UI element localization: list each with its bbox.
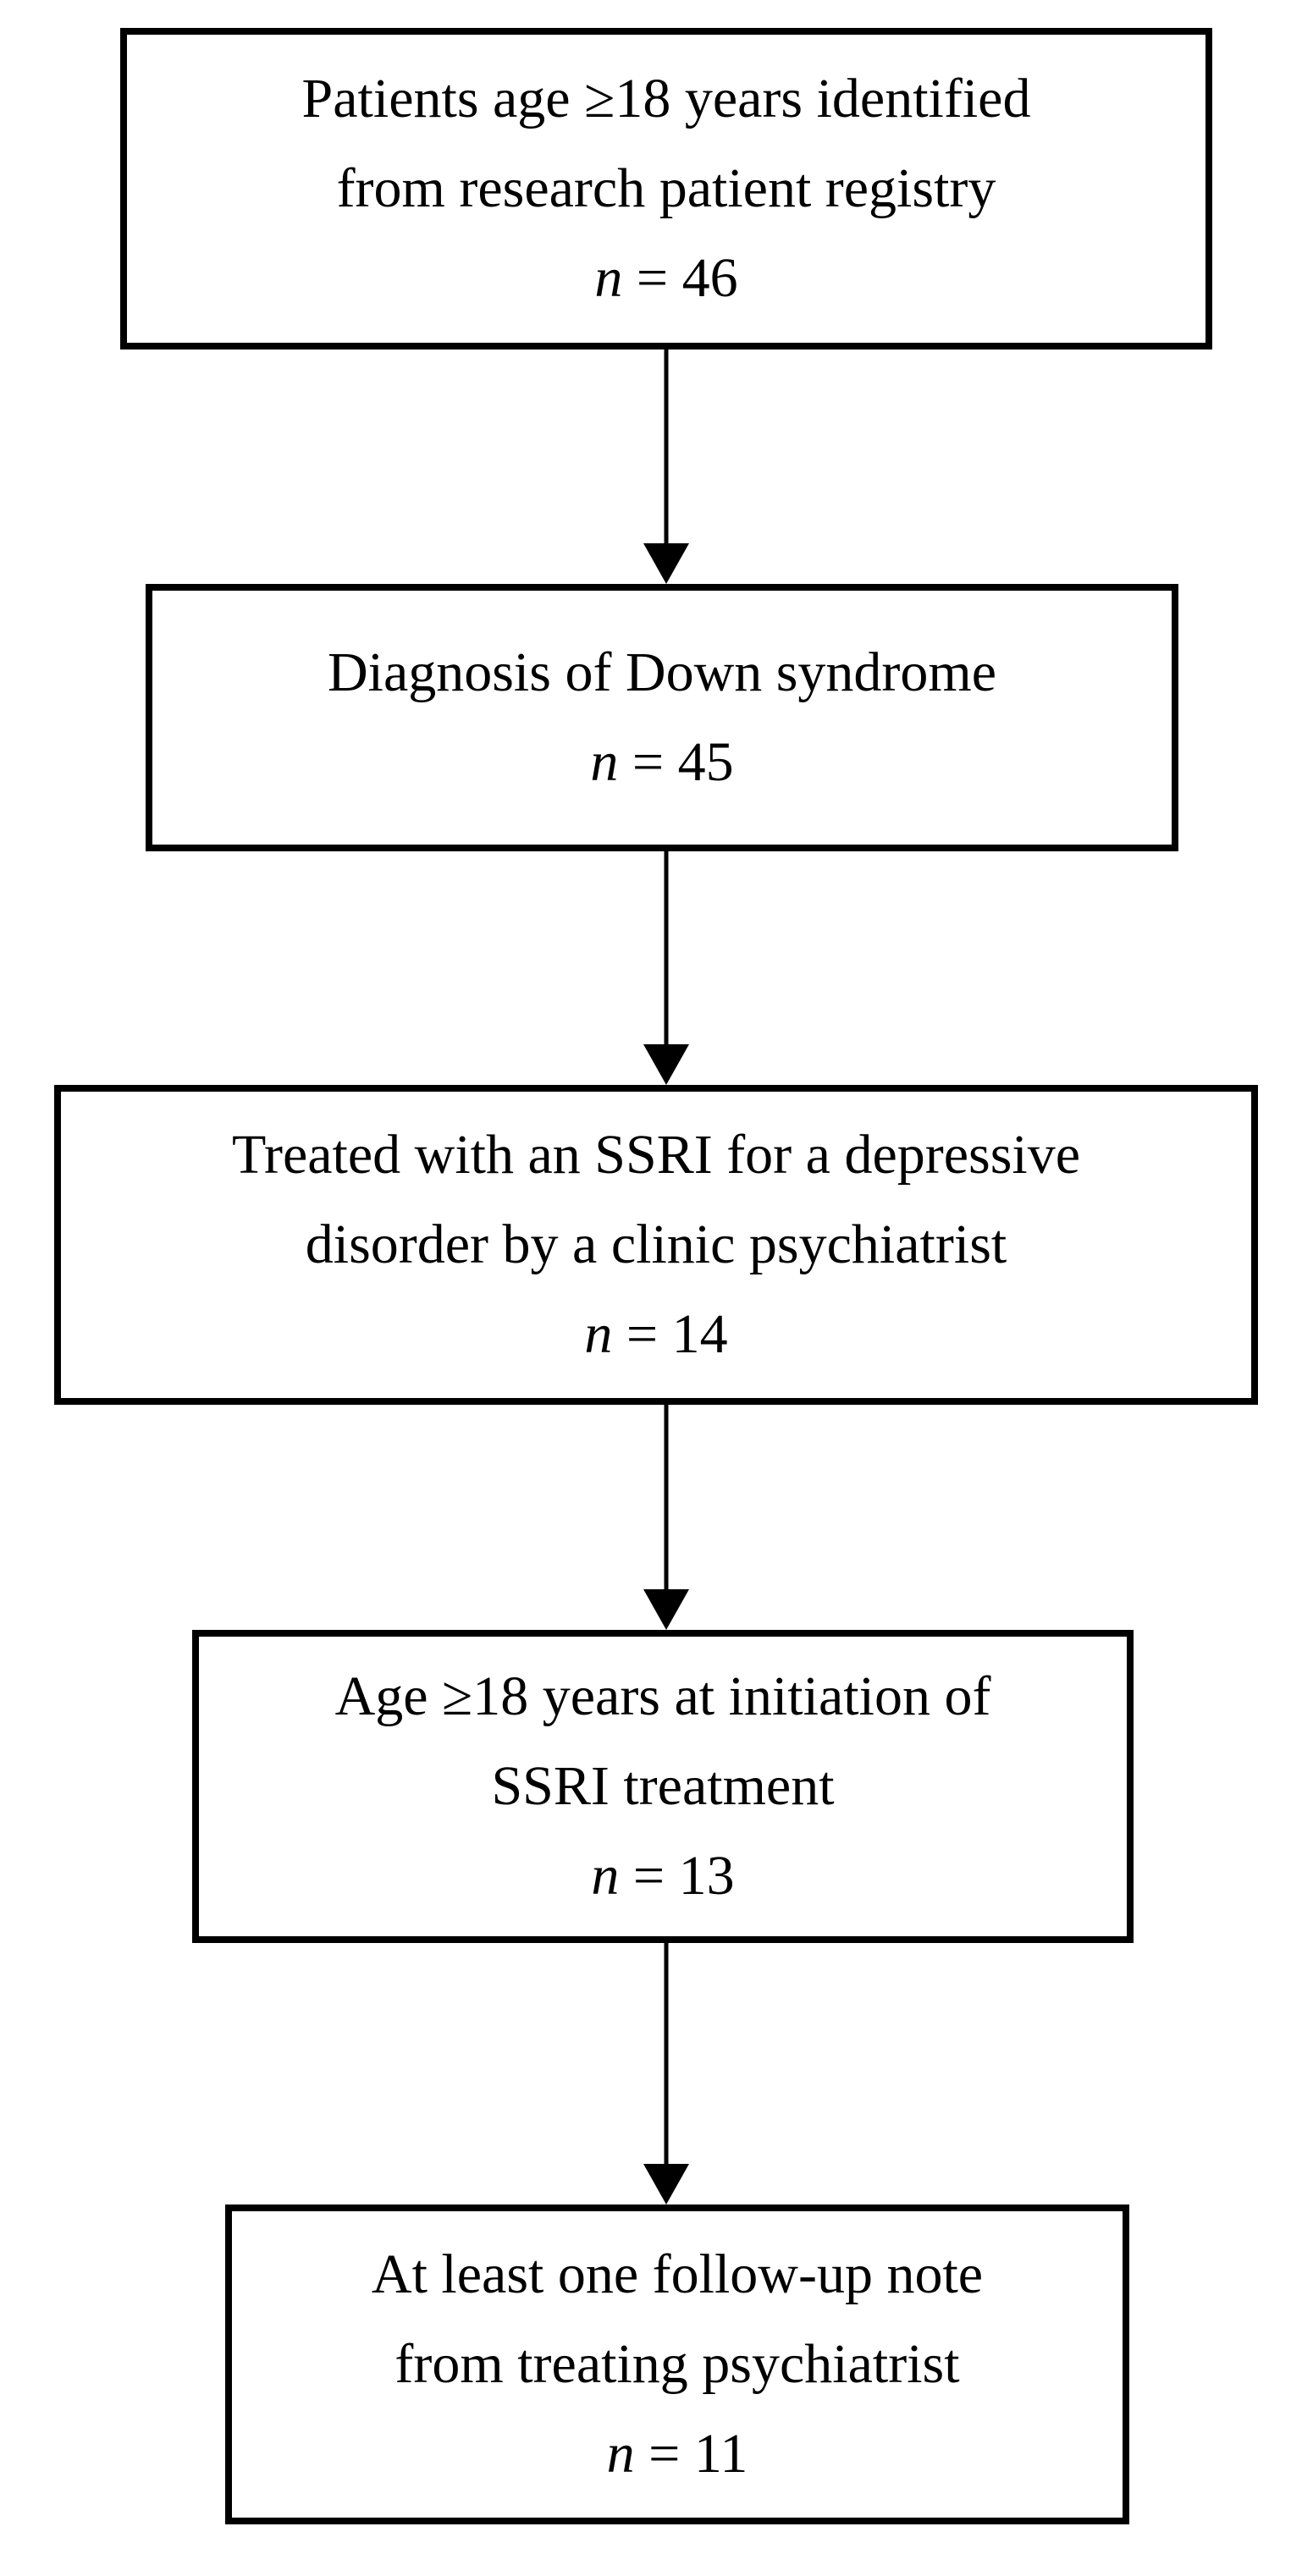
arrow-line [664,1943,669,2166]
down-arrow-2 [641,851,692,1085]
box-line: SSRI treatment [491,1755,835,1817]
arrow-line [664,851,669,1046]
box-text: Diagnosis of Down syndrome n = 45 [152,628,1172,807]
box-text: Age ≥18 years at initiation of SSRI trea… [199,1652,1127,1921]
down-arrow-4 [641,1943,692,2204]
flow-box-follow-up-note: At least one follow-up note from treatin… [225,2204,1129,2524]
box-text: At least one follow-up note from treatin… [232,2230,1123,2499]
n-variable: n [590,731,619,793]
n-value: = 45 [618,731,734,793]
box-line: Age ≥18 years at initiation of [334,1665,991,1727]
flow-box-patients-identified: Patients age ≥18 years identified from r… [120,28,1212,350]
arrow-head-icon [643,1589,689,1630]
box-line: Diagnosis of Down syndrome [327,641,997,703]
box-n-line: n = 46 [127,234,1205,323]
box-line: Patients age ≥18 years identified [301,68,1031,129]
flow-box-adult-at-ssri-initiation: Age ≥18 years at initiation of SSRI trea… [192,1630,1134,1943]
n-variable: n [584,1303,613,1365]
box-n-line: n = 11 [232,2409,1123,2499]
n-variable: n [606,2423,635,2485]
box-line: Treated with an SSRI for a depressive [231,1124,1081,1186]
arrow-head-icon [643,2164,689,2204]
box-line: At least one follow-up note [371,2243,984,2305]
n-value: = 11 [634,2423,748,2485]
box-text: Patients age ≥18 years identified from r… [127,54,1205,323]
arrow-head-icon [643,543,689,584]
box-n-line: n = 14 [61,1290,1251,1379]
flow-box-down-syndrome-diagnosis: Diagnosis of Down syndrome n = 45 [146,584,1178,851]
n-variable: n [591,1845,620,1907]
n-variable: n [594,247,623,309]
n-value: = 46 [622,247,738,309]
n-value: = 13 [619,1845,735,1907]
arrow-head-icon [643,1044,689,1085]
box-text: Treated with an SSRI for a depressive di… [61,1110,1251,1379]
down-arrow-3 [641,1405,692,1630]
box-line: from research patient registry [336,157,996,219]
box-line: from treating psychiatrist [394,2333,960,2395]
box-n-line: n = 13 [199,1831,1127,1921]
n-value: = 14 [612,1303,728,1365]
box-line: disorder by a clinic psychiatrist [305,1214,1007,1275]
flow-box-ssri-depressive-treatment: Treated with an SSRI for a depressive di… [54,1085,1258,1405]
arrow-line [664,1405,669,1591]
down-arrow-1 [641,350,692,584]
arrow-line [664,350,669,545]
box-n-line: n = 45 [152,718,1172,807]
